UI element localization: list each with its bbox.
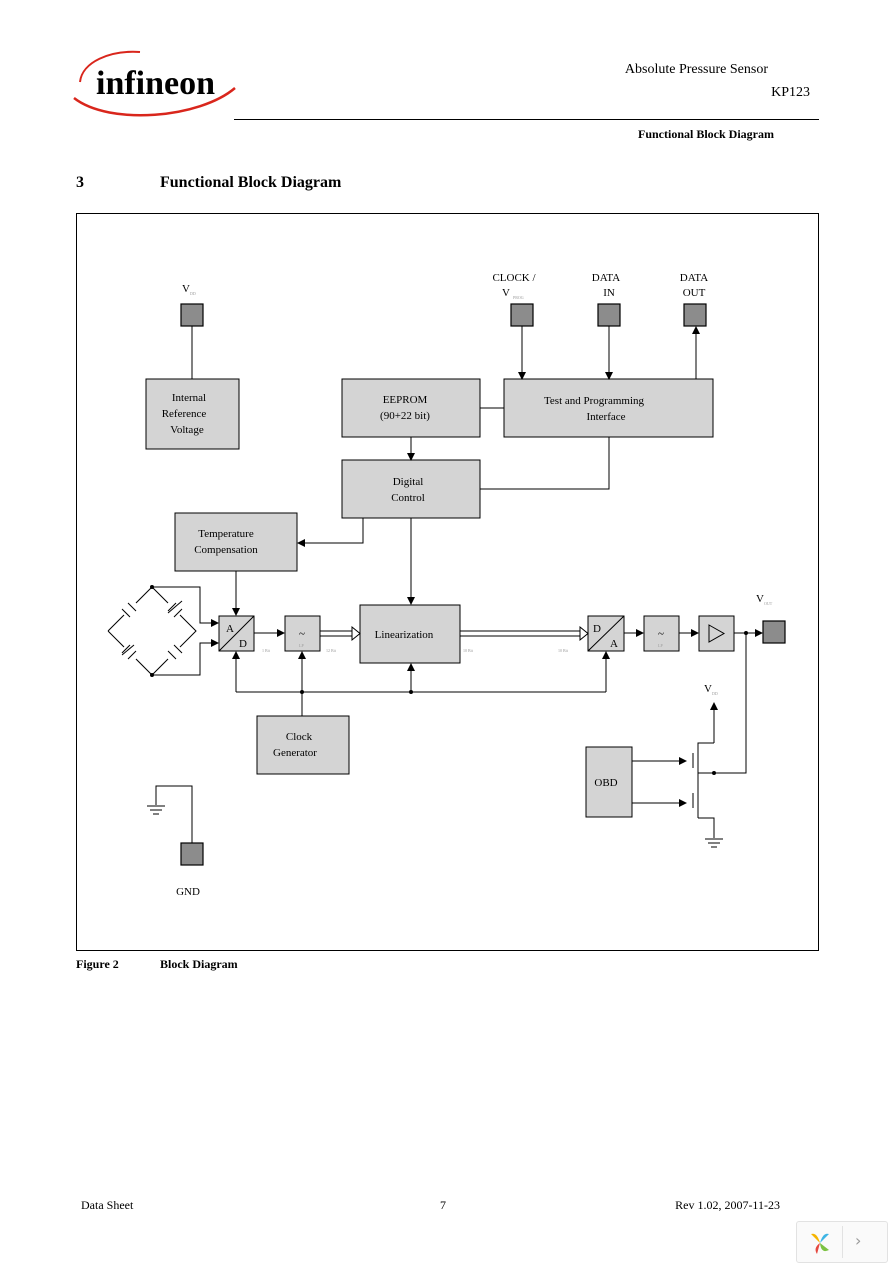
header-product: Absolute Pressure Sensor [624,62,768,77]
next-page-icon[interactable]: › [855,1231,862,1250]
capacitive-sensor-bridge [107,585,219,677]
svg-text:IN: IN [603,287,615,299]
figure-frame [76,213,819,951]
dac-block: D A [587,615,625,652]
svg-text:Internal: Internal [172,392,206,404]
svg-text:DD: DD [190,291,196,296]
svg-text:LP: LP [658,643,663,648]
svg-text:Clock: Clock [286,731,313,743]
svg-text:D: D [239,638,247,650]
svg-text:OUT: OUT [764,601,773,606]
svg-text:A: A [226,623,234,635]
figure-title: Block Diagram [160,957,238,971]
svg-text:10 Bit: 10 Bit [558,648,569,653]
svg-text:Test and Programming: Test and Programming [544,395,645,407]
svg-text:Linearization: Linearization [375,629,434,641]
svg-text:OBD: OBD [594,777,617,789]
adc-block: A D [218,615,255,652]
svg-text:12 Bit: 12 Bit [326,648,337,653]
viewer-logo-icon [811,1233,829,1254]
svg-text:LP: LP [299,643,304,648]
svg-text:Voltage: Voltage [170,424,204,436]
gnd-pin: GND [176,842,204,898]
svg-text:~: ~ [299,628,305,640]
clock-generator-block: Clock Generator [256,715,350,775]
clock-vprog-pin: CLOCK / V PROG [492,272,536,327]
svg-text:1 Bit: 1 Bit [262,648,271,653]
svg-text:DD: DD [712,691,718,696]
linearization-block: Linearization [359,604,461,664]
svg-text:(90+22 bit): (90+22 bit) [380,410,430,422]
figure-number: Figure 2 [76,957,119,971]
svg-text:D: D [593,623,601,635]
svg-text:Temperature: Temperature [198,528,254,540]
svg-text:Control: Control [391,492,425,504]
svg-text:Digital: Digital [393,476,424,488]
vdd-pin: V DD [180,283,204,327]
low-pass-filter-2: ~ LP [643,615,680,652]
internal-reference-voltage-block: Internal Reference Voltage [145,378,240,450]
ground-symbol [147,785,193,843]
svg-text:10 Bit: 10 Bit [463,648,474,653]
obd-block: OBD [585,746,633,818]
temperature-compensation-block: Temperature Compensation [174,512,298,572]
logo-text: infineon [96,65,215,102]
svg-text:V: V [502,287,510,299]
svg-text:V: V [182,283,190,295]
vout-pin: V OUT [756,593,786,644]
svg-text:Generator: Generator [273,747,317,759]
svg-text:Interface: Interface [586,411,625,423]
svg-text:DATA: DATA [680,272,709,284]
section-title: Functional Block Diagram [160,174,342,191]
obd-output-stage: V DD [632,633,747,848]
block-diagram: V DD CLOCK / V PROG DATA IN DATA OUT V O… [107,272,786,898]
svg-text:OUT: OUT [683,287,706,299]
bus-linearization-to-dac: 10 Bit 10 Bit [460,625,589,653]
svg-text:V: V [704,683,712,695]
digital-control-block: Digital Control [341,459,481,519]
section-number: 3 [76,174,84,191]
svg-text:DATA: DATA [592,272,621,284]
footer-revision: Rev 1.02, 2007-11-23 [675,1198,780,1212]
svg-text:V: V [756,593,764,605]
eeprom-block: EEPROM (90+22 bit) [341,378,481,438]
header-section: Functional Block Diagram [637,127,774,141]
svg-text:Reference: Reference [162,408,207,420]
data-in-pin: DATA IN [592,272,621,327]
low-pass-filter-1: ~ LP [284,615,321,652]
header-rule [234,119,819,120]
footer-doc-type: Data Sheet [81,1198,134,1212]
svg-text:PROG: PROG [513,295,524,300]
bus-filter-to-linearization: 12 Bit [320,625,361,653]
page-nav-widget: › [796,1221,888,1263]
svg-text:GND: GND [176,886,200,898]
svg-text:CLOCK /: CLOCK / [492,272,536,284]
header-part-number: KP123 [771,85,810,100]
output-amplifier-block [698,615,735,652]
infineon-logo: infineon [73,50,236,117]
footer-page-number: 7 [440,1198,446,1212]
test-programming-interface-block: Test and Programming Interface [503,378,714,438]
svg-text:Compensation: Compensation [194,544,258,556]
data-out-pin: DATA OUT [680,272,709,327]
svg-text:~: ~ [658,628,664,640]
svg-text:EEPROM: EEPROM [383,394,428,406]
svg-text:A: A [610,638,618,650]
